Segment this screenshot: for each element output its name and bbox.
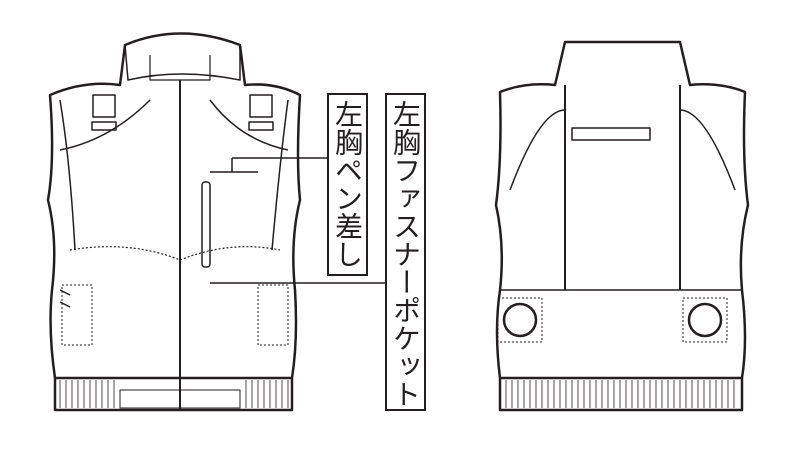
front-vest: [46, 32, 385, 412]
zipper-pocket-label: 左胸ファスナーポケット: [385, 93, 426, 411]
back-vest: [494, 40, 750, 412]
pen-slot-label: 左胸ペン差し: [327, 93, 368, 276]
